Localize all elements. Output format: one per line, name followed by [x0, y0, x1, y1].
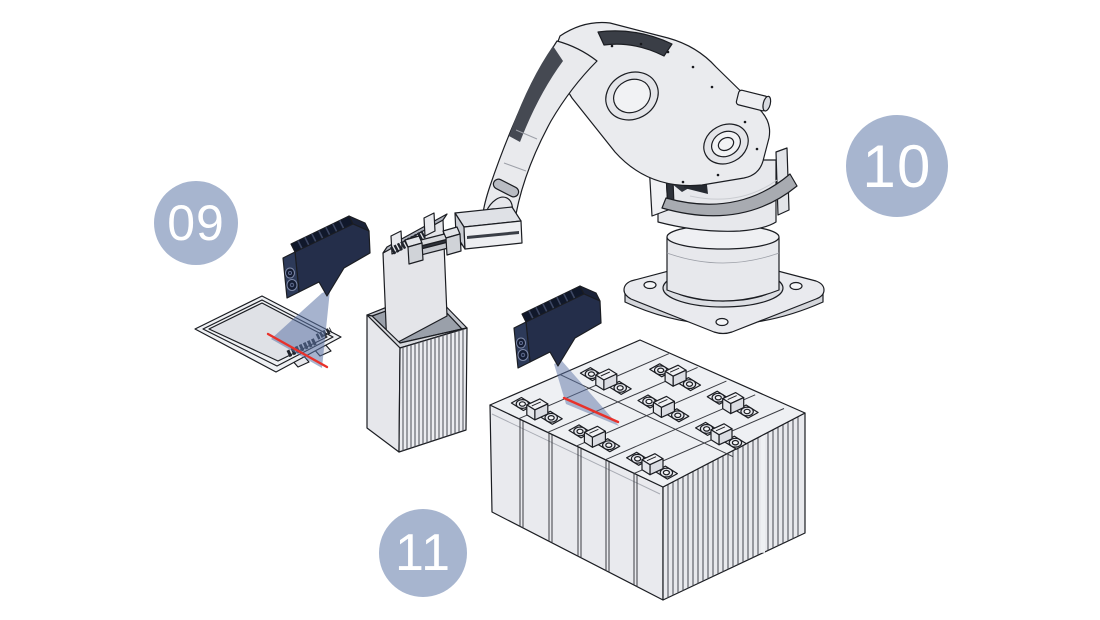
elbow-bearing [605, 71, 659, 121]
barcode-scanner-1 [282, 215, 371, 299]
gripper-finger-outer [404, 235, 424, 265]
balance-cylinder [735, 89, 772, 112]
callout-label: 11 [394, 524, 452, 582]
robot-arm [404, 21, 825, 335]
barcode-scanner-2 [513, 285, 602, 369]
prismatic-cell [382, 212, 448, 349]
battery-fins [667, 416, 799, 598]
robot-arm-plate [555, 21, 772, 187]
scan-beam-1 [271, 290, 330, 368]
cell-barcode [390, 230, 426, 255]
callout-label: 10 [862, 132, 932, 200]
holder-fins [402, 329, 464, 451]
robot-base-cylinder [666, 224, 780, 302]
laser-line-2 [562, 396, 620, 424]
callout-badge-10: 10 [846, 115, 948, 217]
callout-label: 09 [167, 195, 225, 251]
robot-upper-arm [482, 40, 598, 227]
robot-gripper [404, 206, 523, 265]
cell-holder-front [366, 314, 468, 453]
scan-beam-2 [554, 361, 619, 426]
callout-badge-09: 09 [154, 181, 238, 265]
callout-badge-11: 11 [379, 509, 467, 597]
battery-cell-dividers [519, 419, 638, 587]
laser-line-1 [266, 332, 329, 369]
battery-module [489, 339, 806, 601]
shoulder-bearing [703, 123, 749, 165]
gripper-finger-inner [442, 226, 462, 256]
